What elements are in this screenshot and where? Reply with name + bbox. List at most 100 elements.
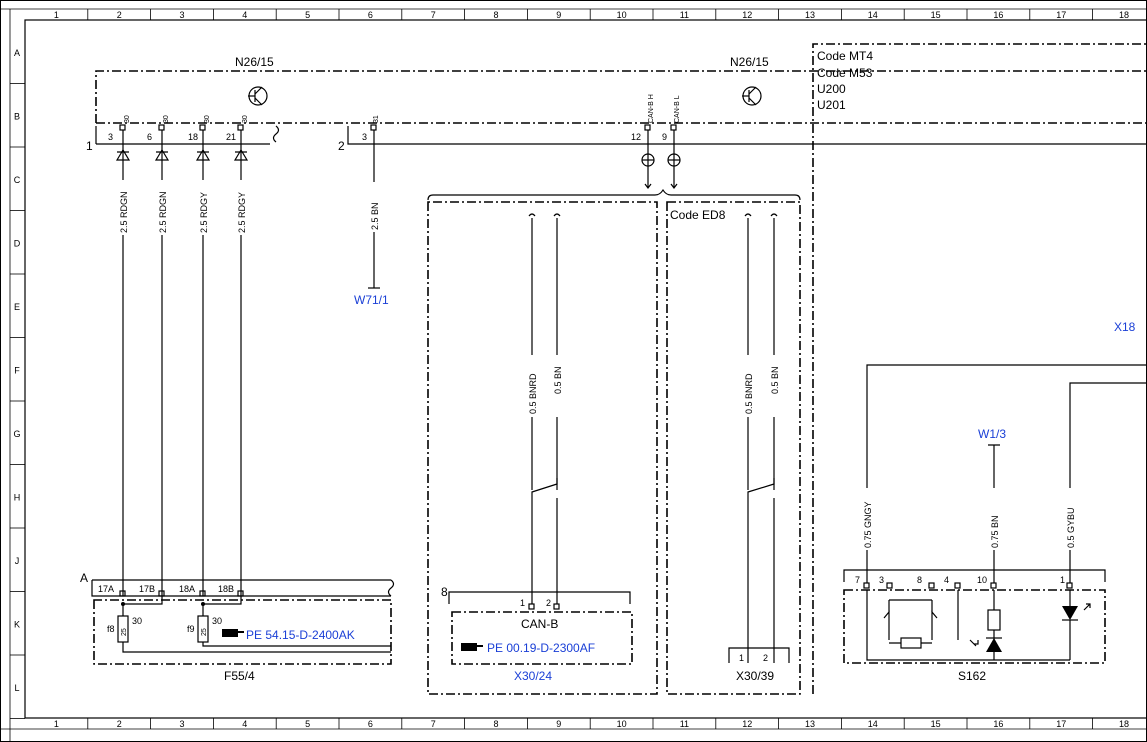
code-ed8-box [666, 201, 801, 695]
reference-hand-icon [222, 629, 244, 637]
transistor-icon [248, 86, 268, 106]
svg-text:7: 7 [855, 575, 860, 585]
svg-text:f9: f9 [187, 624, 195, 634]
twist-icon [531, 478, 558, 498]
svg-text:1: 1 [1060, 575, 1065, 585]
diode-icon [969, 637, 1002, 652]
row-label: G [13, 429, 20, 439]
column-label: 12 [742, 10, 752, 20]
column-label: 14 [868, 10, 878, 20]
row-label: J [15, 556, 20, 566]
reference-pe00[interactable]: PE 00.19-D-2300AF [487, 641, 595, 655]
column-label: 9 [556, 719, 561, 729]
svg-text:25: 25 [201, 628, 208, 636]
wire-label: 2.5 RDGN [119, 191, 129, 233]
row-label: K [14, 619, 20, 629]
column-label: 4 [242, 10, 247, 20]
wire-label: 0.5 BN [553, 366, 563, 394]
column-label: 6 [368, 10, 373, 20]
column-label: 1 [54, 719, 59, 729]
code-m53: Code M53 [817, 66, 873, 80]
column-label: 17 [1056, 10, 1066, 20]
svg-text:31: 31 [373, 115, 380, 123]
column-label: 2 [117, 10, 122, 20]
column-label: 11 [680, 10, 689, 20]
switch-icon [866, 590, 1070, 661]
wire-label: 0.5 GYBU [1066, 507, 1076, 548]
connector-icon [195, 148, 211, 161]
svg-text:3: 3 [362, 132, 367, 142]
column-label: 8 [493, 10, 498, 20]
row-label: E [14, 302, 20, 312]
reference-hand-icon [461, 643, 483, 651]
svg-text:18: 18 [188, 132, 198, 142]
row-label: C [14, 175, 21, 185]
svg-text:2: 2 [338, 139, 345, 153]
wire-label: 0.75 GNGY [863, 501, 873, 548]
svg-text:9: 9 [662, 132, 667, 142]
x30-39-label: X30/39 [736, 669, 774, 683]
can-b-label: CAN-B [521, 617, 558, 631]
reference-pe54[interactable]: PE 54.15-D-2400AK [246, 628, 355, 642]
brace [427, 188, 801, 201]
svg-text:30: 30 [242, 115, 249, 123]
code-mt4: Code MT4 [817, 49, 873, 63]
fuse-icon [117, 615, 209, 643]
w71-label: W71/1 [354, 293, 389, 307]
frame-inner [24, 19, 1147, 719]
column-label: 10 [617, 719, 627, 729]
column-label: 12 [742, 719, 752, 729]
wire-label: 0.5 BN [770, 366, 780, 394]
svg-text:18B: 18B [218, 584, 234, 594]
svg-text:1: 1 [520, 598, 525, 608]
wire-label: 2.5 RDGN [158, 191, 168, 233]
connector-icon [154, 148, 170, 161]
s162-label: S162 [958, 669, 986, 683]
svg-text:4: 4 [944, 575, 949, 585]
row-label: H [14, 492, 21, 502]
row-label: L [14, 683, 19, 693]
column-label: 4 [242, 719, 247, 729]
twist-icon [747, 478, 775, 498]
n26-left-label: N26/15 [235, 55, 274, 69]
column-label: 11 [680, 719, 689, 729]
n26-box [95, 70, 1147, 123]
column-label: 5 [305, 10, 310, 20]
svg-text:30: 30 [204, 115, 211, 123]
wire-label: 0.5 BNRD [744, 373, 754, 414]
svg-text:CAN-B L: CAN-B L [674, 95, 681, 123]
code-box [812, 43, 1147, 694]
x30-24-box [427, 201, 658, 695]
svg-text:6: 6 [147, 132, 152, 142]
row-label: F [14, 365, 20, 375]
column-label: 1 [54, 10, 59, 20]
led-icon [1062, 590, 1091, 660]
column-label: 16 [993, 10, 1003, 20]
column-label: 18 [1119, 719, 1129, 729]
column-label: 15 [931, 10, 941, 20]
svg-text:30: 30 [212, 616, 222, 626]
column-label: 18 [1119, 10, 1129, 20]
column-label: 2 [117, 719, 122, 729]
connector-icon [233, 148, 249, 161]
transistor-icon [742, 86, 762, 106]
code-ed8: Code ED8 [670, 208, 726, 222]
column-label: 3 [179, 10, 184, 20]
f55-box [93, 599, 392, 665]
s162-box [843, 589, 1106, 664]
column-label: 16 [993, 719, 1003, 729]
svg-text:2: 2 [763, 653, 768, 663]
n26-right-label: N26/15 [730, 55, 769, 69]
column-label: 10 [617, 10, 627, 20]
wire-label: 2.5 RDGY [237, 192, 247, 233]
svg-text:2: 2 [546, 598, 551, 608]
svg-text:8: 8 [917, 575, 922, 585]
wire-label: 0.5 BNRD [528, 373, 538, 414]
wire-label: 0.75 BN [990, 515, 1000, 548]
svg-text:A: A [80, 571, 88, 585]
